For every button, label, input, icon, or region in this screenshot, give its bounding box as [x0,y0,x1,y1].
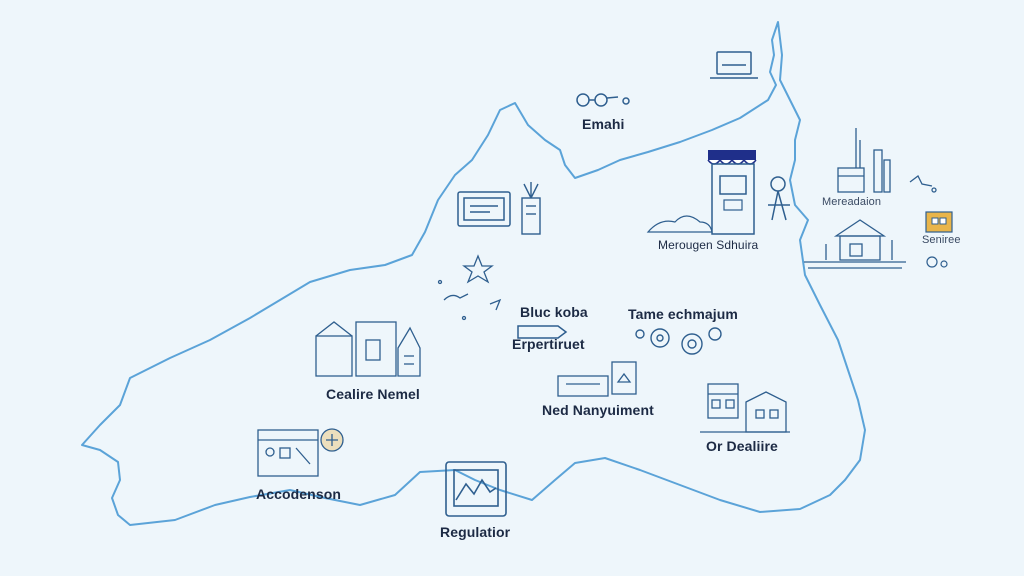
factory-icon [837,128,937,193]
label-seniree: Seniree [922,234,961,246]
label-erpertiruet: Erpertiruet [512,336,585,352]
shop-kiosk-icon [646,150,790,235]
label-bluc-koba: Bluc koba [520,304,588,320]
pen-icon [517,325,568,339]
chart-frame-icon [445,461,507,517]
label-emahi: Emahi [582,116,625,132]
houses-icon [700,383,790,433]
label-accodenson: Accodenson [256,486,342,502]
blueprint-icon [257,428,344,477]
label-ned: Ned Nanyuiment [542,402,654,418]
bird-icon [437,279,502,321]
label-tame: Tame echmajum [628,306,738,322]
label-mereadaion: Mereadaion [822,196,882,208]
city-building-icon [804,219,906,269]
laptop-icon [710,51,758,79]
region-border [81,21,866,526]
plant-pot-icon [521,182,541,235]
label-regulatior: Regulatior [440,524,511,540]
house-icon [925,211,953,268]
glasses-icon [576,93,630,107]
star-icon [462,254,494,284]
document-board-icon [457,191,511,227]
lock-icon [557,361,637,397]
government-buildings-icon [315,321,421,377]
gears-icon [635,327,722,355]
label-or-dealiire: Or Dealiire [706,438,778,454]
label-cealire: Cealire Nemel [326,386,420,402]
label-merougen: Merougen Sdhuira [658,238,759,252]
